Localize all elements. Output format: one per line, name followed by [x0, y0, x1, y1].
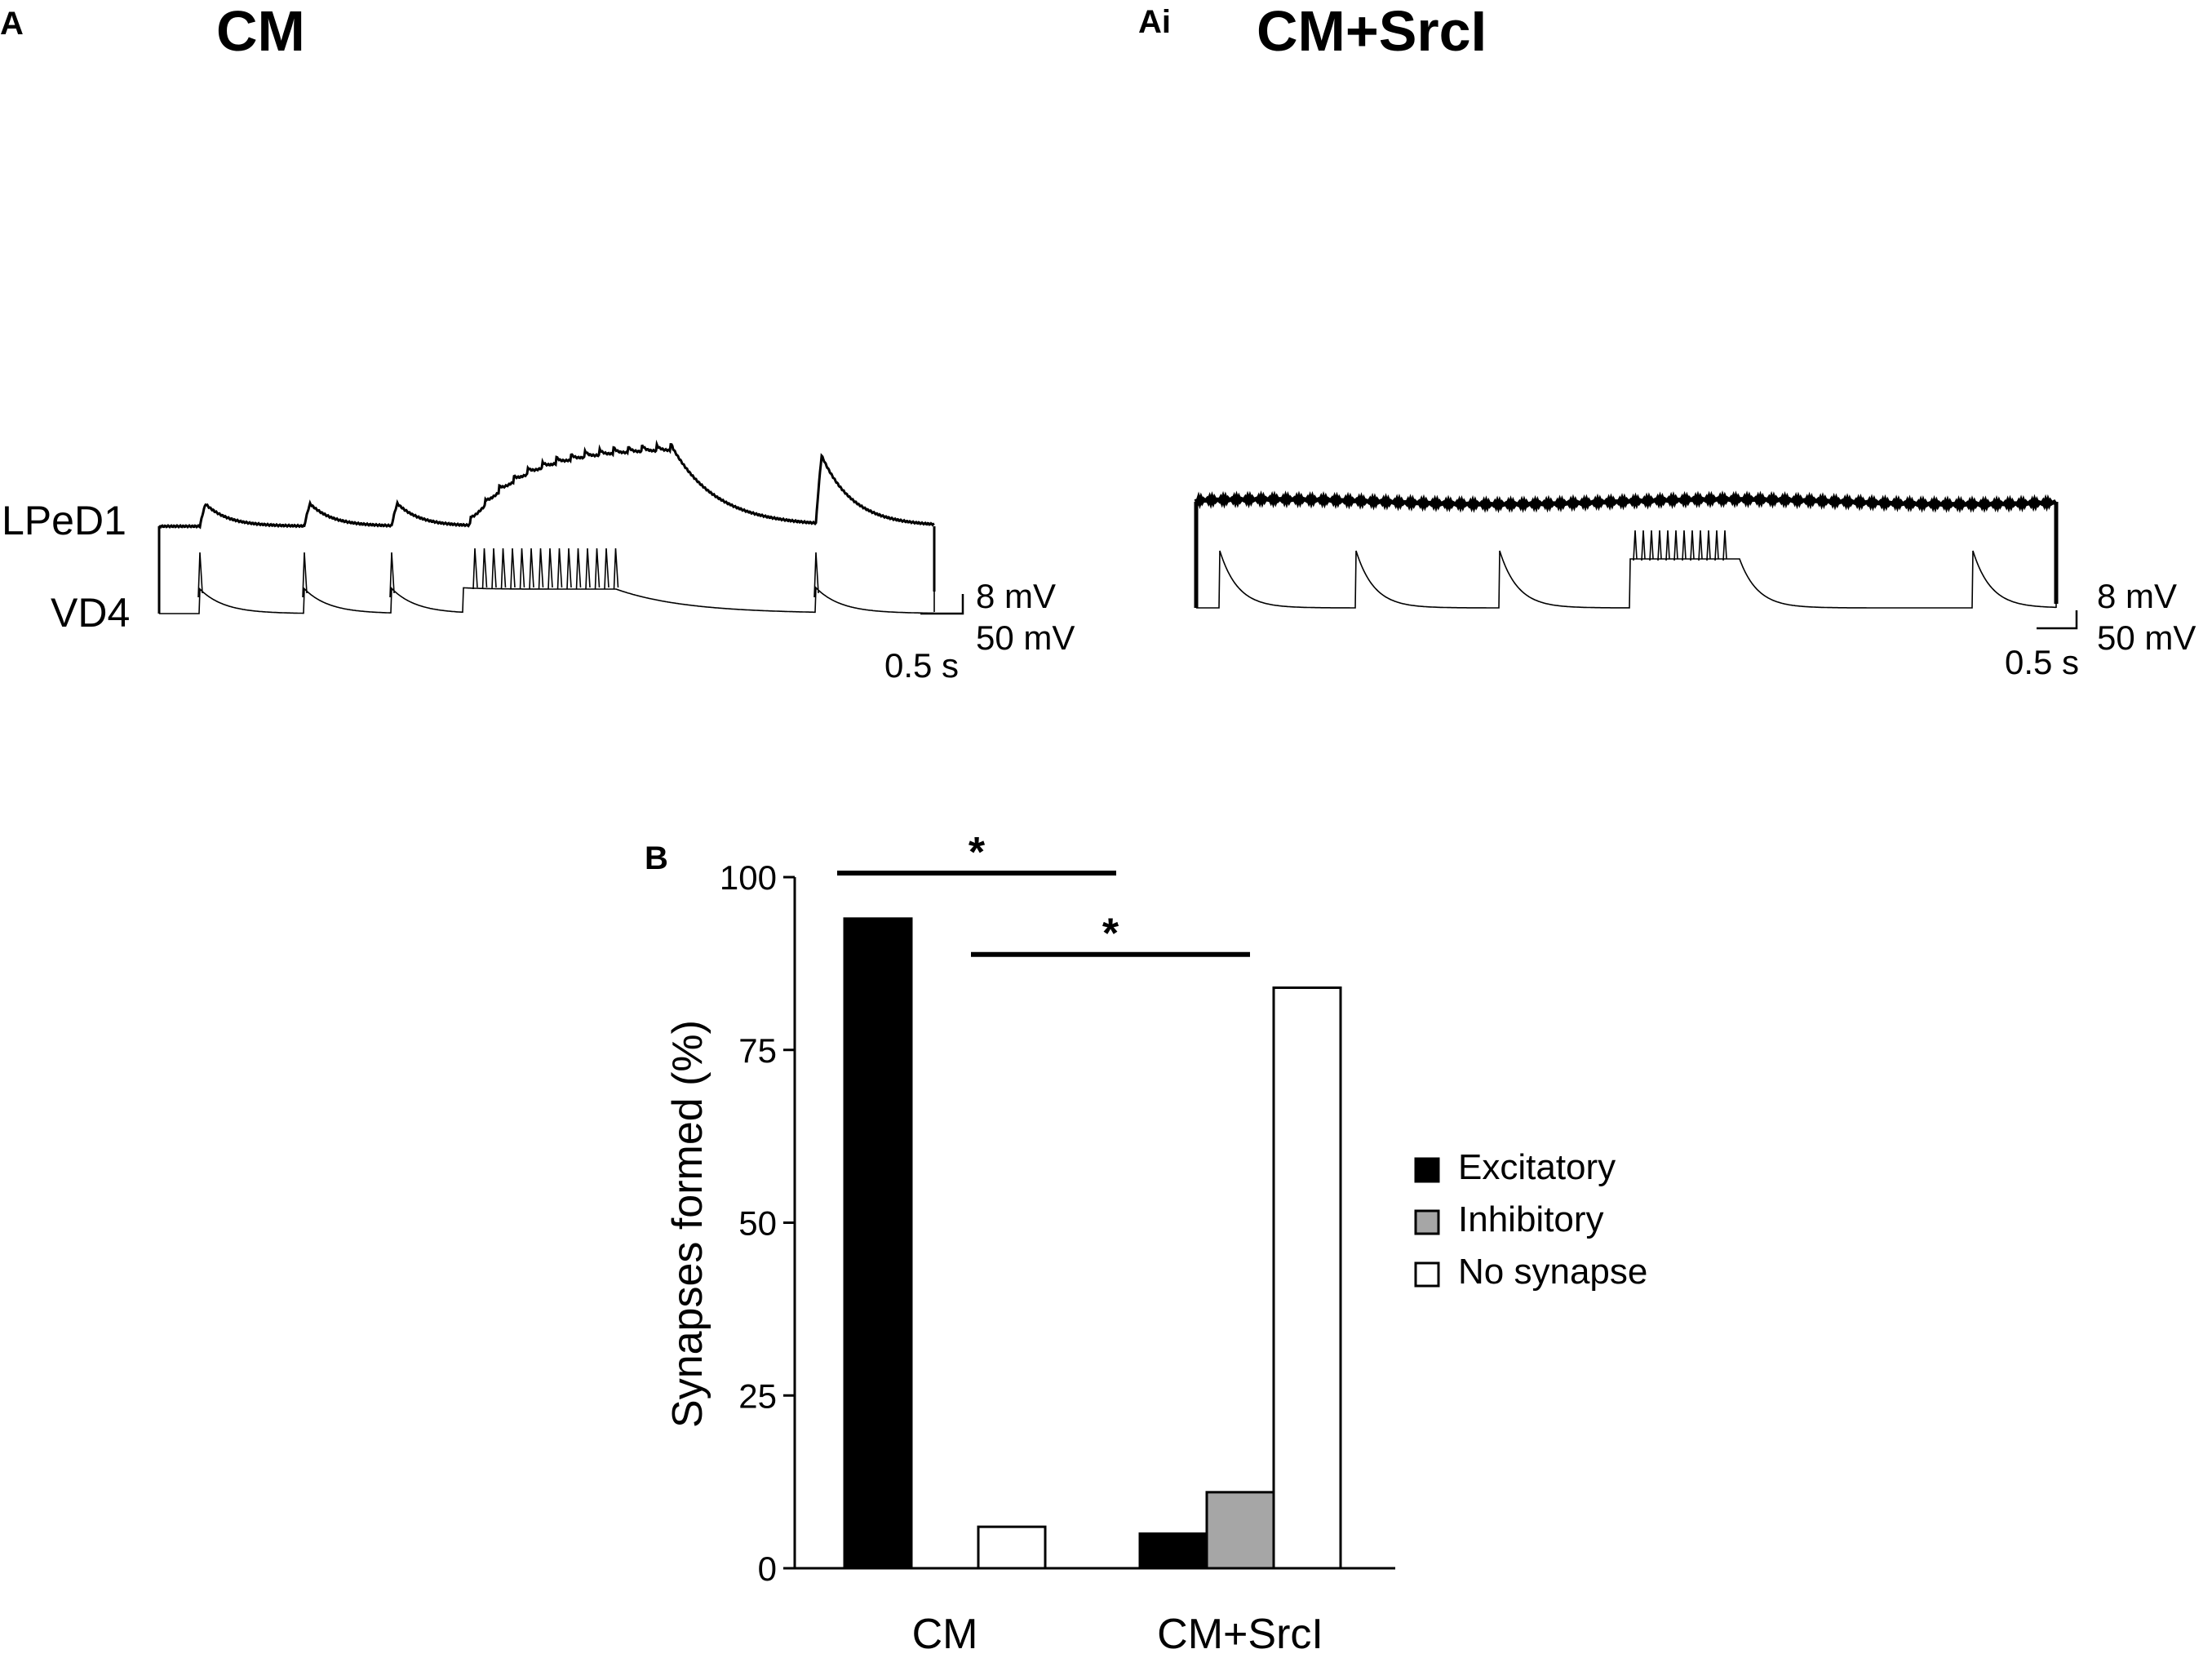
y-tick-label: 100: [720, 858, 777, 897]
trace-label-lped1: LPeD1: [2, 498, 126, 543]
legend-label: No synapse: [1458, 1252, 1647, 1292]
panel-a-title: CM: [216, 0, 305, 63]
bar-excitatory: [843, 917, 913, 1570]
trace-ai-lped1: [1194, 490, 2059, 608]
scale-a-time: 0.5 s: [884, 646, 959, 685]
bar-excitatory: [1138, 1532, 1208, 1570]
trace-a-lped1: [157, 439, 936, 614]
significance-star: *: [1102, 911, 1119, 958]
scale-a-top: 8 mV: [976, 577, 1056, 615]
legend-label: Excitatory: [1458, 1147, 1616, 1187]
scale-ai-top: 8 mV: [2097, 577, 2177, 615]
legend-swatch: [1414, 1209, 1440, 1235]
x-category-label: CM+SrcI: [1157, 1611, 1323, 1658]
y-tick-label: 75: [738, 1031, 777, 1070]
y-tick-label: 50: [738, 1204, 777, 1243]
scale-ai-time: 0.5 s: [2005, 643, 2079, 681]
bar-no-synapse: [1272, 986, 1342, 1570]
y-axis-label: Synapses formed (%): [664, 1020, 711, 1428]
y-tick-label: 25: [738, 1376, 777, 1415]
legend-label: Inhibitory: [1458, 1199, 1604, 1239]
panel-ai-letter: Ai: [1138, 4, 1171, 40]
panel-b-letter: B: [645, 840, 668, 876]
bar-no-synapse: [977, 1525, 1047, 1570]
bar-inhibitory: [1205, 1491, 1275, 1570]
legend-swatch: [1414, 1157, 1440, 1183]
legend-swatch: [1414, 1261, 1440, 1288]
scale-ai-bottom: 50 mV: [2097, 618, 2196, 657]
y-tick-label: 0: [758, 1549, 777, 1588]
panel-ai-title: CM+SrcI: [1257, 0, 1487, 63]
panel-a-letter: A: [0, 6, 24, 42]
scale-bar-ai: [2037, 610, 2078, 630]
significance-star: *: [969, 829, 986, 876]
trace-label-vd4: VD4: [51, 590, 130, 636]
x-category-label: CM: [912, 1611, 978, 1658]
scale-bar-a: [920, 594, 964, 615]
scale-a-bottom: 50 mV: [976, 618, 1075, 657]
trace-a-vd4: [159, 547, 935, 614]
trace-ai-vd4: [1196, 530, 2057, 609]
